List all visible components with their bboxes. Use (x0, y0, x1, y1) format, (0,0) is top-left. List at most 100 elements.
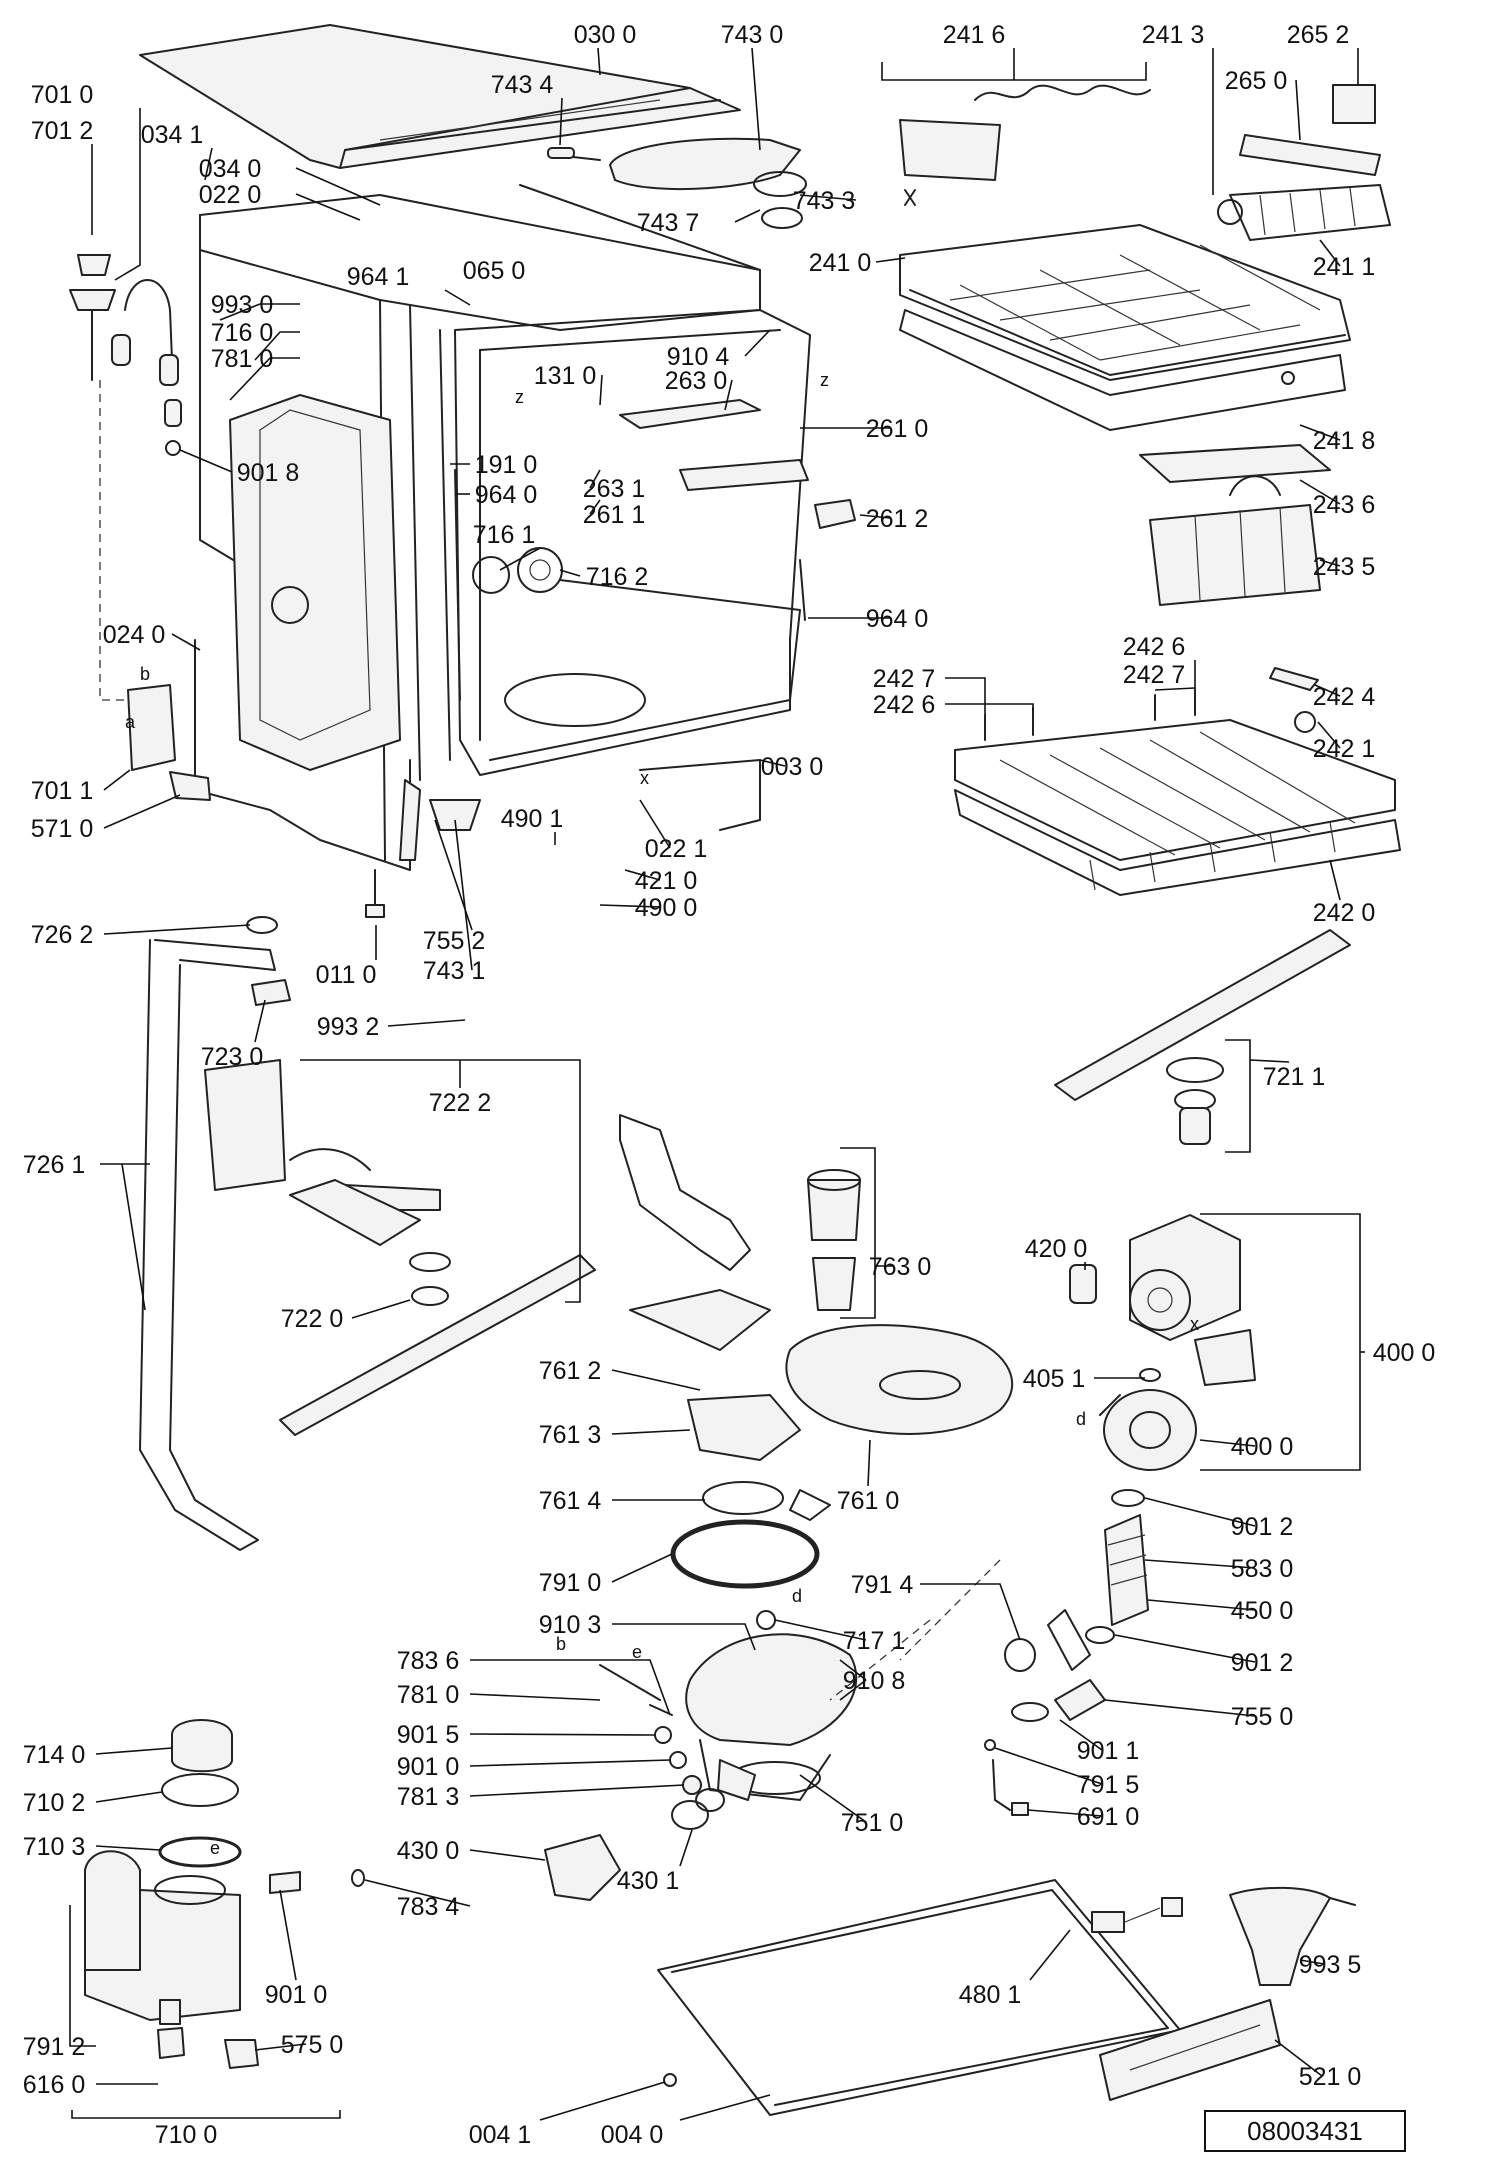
part-label-p2410: 241 0 (809, 249, 872, 277)
deflector-drawing (547, 137, 807, 229)
part-label-p2611: 261 1 (583, 501, 646, 529)
part-label-p9018: 901 8 (237, 459, 300, 487)
cutlery-basket-drawing (1139, 444, 1331, 606)
part-label-p4000a: 400 0 (1373, 1339, 1436, 1367)
letter-d: d (1076, 1409, 1086, 1429)
letter-b: b (140, 664, 150, 684)
part-label-p9011: 901 1 (1077, 1737, 1140, 1765)
part-label-p7140: 714 0 (23, 1741, 86, 1769)
part-label-p5830: 583 0 (1231, 1555, 1294, 1583)
part-label-p9012b: 901 2 (1231, 1649, 1294, 1677)
part-label-p7437: 743 7 (637, 209, 700, 237)
part-label-p0300: 030 0 (574, 21, 637, 49)
part-label-p7612: 761 2 (539, 1357, 602, 1385)
part-label-p0220: 022 0 (199, 181, 262, 209)
letter-x: x (1190, 1314, 1199, 1334)
part-label-p4901a: 490 1 (501, 805, 564, 833)
upper-spray-tube-drawing (139, 916, 596, 1551)
part-label-p7614: 761 4 (539, 1487, 602, 1515)
diagram-reference: 08003431 (1204, 2110, 1406, 2152)
part-label-p1310: 131 0 (534, 362, 597, 390)
part-label-p2426b: 242 6 (873, 691, 936, 719)
part-label-p7211: 721 1 (1263, 1063, 1326, 1091)
tub-frame-drawing (194, 184, 856, 918)
part-label-p9012a: 901 2 (1231, 1513, 1294, 1541)
part-label-p7011: 701 1 (31, 777, 94, 805)
annotation-letters: a b b d d e e x x z z (125, 370, 1199, 1858)
part-label-p2420: 242 0 (1313, 899, 1376, 927)
part-label-p5710: 571 0 (31, 815, 94, 843)
part-label-p2416: 241 6 (943, 21, 1006, 49)
part-label-p4300: 430 0 (397, 1837, 460, 1865)
part-label-p7010: 701 0 (31, 81, 94, 109)
part-label-p7434: 743 4 (491, 71, 554, 99)
part-label-p7230: 723 0 (201, 1043, 264, 1071)
part-label-p7810b: 781 0 (397, 1681, 460, 1709)
diagram-id: 08003431 (1247, 2116, 1363, 2146)
part-label-p5750: 575 0 (281, 2031, 344, 2059)
part-label-p1910: 191 0 (475, 451, 538, 479)
letter-d: d (792, 1586, 802, 1606)
lower-basket-drawing (954, 667, 1401, 896)
part-label-p7430: 743 0 (721, 21, 784, 49)
part-label-p7431: 743 1 (423, 957, 486, 985)
letter-z: z (820, 370, 829, 390)
leader-lines (69, 47, 1365, 2121)
part-label-p2418: 241 8 (1313, 427, 1376, 455)
part-label-p6910: 691 0 (1077, 1803, 1140, 1831)
letter-z: z (515, 387, 524, 407)
part-label-p0040: 004 0 (601, 2121, 664, 2149)
part-label-p7160: 716 0 (211, 319, 274, 347)
part-label-p2612: 261 2 (866, 505, 929, 533)
part-label-p4000b: 400 0 (1231, 1433, 1294, 1461)
part-label-p7912: 791 2 (23, 2033, 86, 2061)
part-label-p7630: 763 0 (869, 1253, 932, 1281)
part-label-p4801: 480 1 (959, 1981, 1022, 2009)
part-label-p7914: 791 4 (851, 1571, 914, 1599)
worktop-drawing (139, 24, 741, 169)
part-label-p9640b: 964 0 (866, 605, 929, 633)
part-label-p2650: 265 0 (1225, 67, 1288, 95)
part-label-p6160: 616 0 (23, 2071, 86, 2099)
part-label-p0240: 024 0 (103, 621, 166, 649)
part-label-p7102: 710 2 (23, 1789, 86, 1817)
part-label-p0650: 065 0 (463, 257, 526, 285)
part-label-p7836: 783 6 (397, 1647, 460, 1675)
part-label-p7220: 722 0 (281, 1305, 344, 1333)
part-label-p7550: 755 0 (1231, 1703, 1294, 1731)
part-label-p7834: 783 4 (397, 1893, 460, 1921)
part-label-p5210: 521 0 (1299, 2063, 1362, 2091)
part-label-p9640a: 964 0 (475, 481, 538, 509)
part-label-p9930: 993 0 (211, 291, 274, 319)
letter-e: e (210, 1838, 220, 1858)
part-label-p0221: 022 1 (645, 835, 708, 863)
part-label-p2424: 242 4 (1313, 683, 1376, 711)
part-label-p0341: 034 1 (141, 121, 204, 149)
part-label-p7810: 781 0 (211, 345, 274, 373)
part-label-p2436: 243 6 (1313, 491, 1376, 519)
part-label-p7222: 722 2 (429, 1089, 492, 1117)
part-label-p7171: 717 1 (843, 1627, 906, 1655)
circulation-pump-drawing (1069, 1213, 1361, 1471)
part-label-p0110: 011 0 (316, 961, 377, 989)
letter-b: b (556, 1634, 566, 1654)
part-label-p9103: 910 3 (539, 1611, 602, 1639)
part-label-p2413: 241 3 (1142, 21, 1205, 49)
part-label-p2421: 242 1 (1313, 735, 1376, 763)
salt-container-drawing (71, 1719, 365, 2119)
part-label-p9015: 901 5 (397, 1721, 460, 1749)
part-label-p7012: 701 2 (31, 117, 94, 145)
part-label-p7610: 761 0 (837, 1487, 900, 1515)
part-label-p9010a: 901 0 (397, 1753, 460, 1781)
part-label-p2427a: 242 7 (873, 665, 936, 693)
part-label-p0041: 004 1 (469, 2121, 532, 2149)
part-label-p4301: 430 1 (617, 1867, 680, 1895)
part-label-p7161: 716 1 (473, 521, 536, 549)
part-label-p4900: 490 0 (635, 894, 698, 922)
part-label-p4051: 405 1 (1023, 1365, 1086, 1393)
part-label-p9010b: 901 0 (265, 1981, 328, 2009)
part-label-p2435: 243 5 (1313, 553, 1376, 581)
part-label-p2426a: 242 6 (1123, 633, 1186, 661)
part-label-p7613: 761 3 (539, 1421, 602, 1449)
part-label-p9108: 910 8 (843, 1667, 906, 1695)
